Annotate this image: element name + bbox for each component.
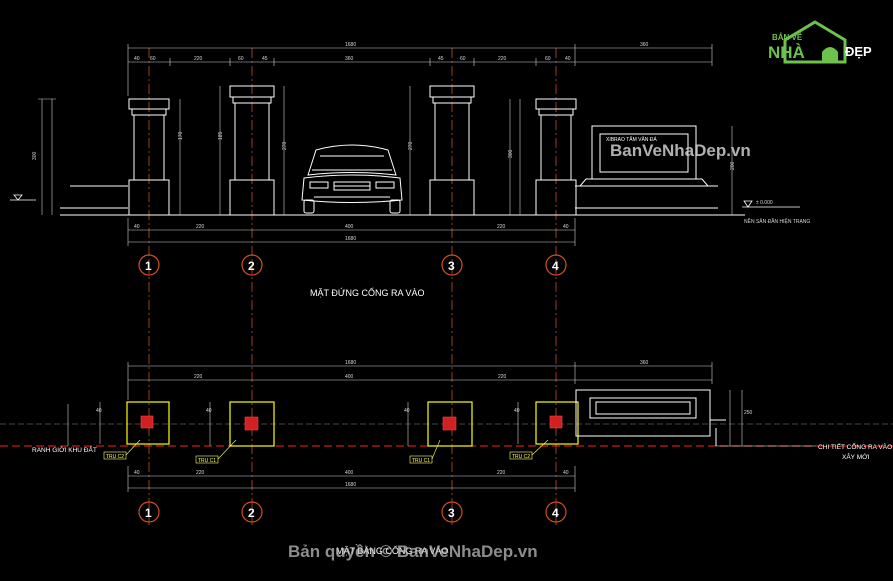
svg-text:185: 185 — [218, 131, 224, 140]
sign-board-elevation — [578, 125, 710, 187]
svg-text:40: 40 — [563, 224, 569, 230]
axis-bubbles-plan — [138, 501, 567, 523]
elevation-top-dim-texts: 1680 360 40 60 220 60 45 360 45 60 220 6… — [134, 42, 649, 62]
svg-text:220: 220 — [194, 56, 203, 62]
logo-nha: NHÀ — [768, 43, 805, 62]
svg-text:60: 60 — [238, 56, 244, 62]
elevation-top-dimensions — [127, 44, 713, 96]
logo-line1: BẢN VẼ — [772, 33, 803, 42]
axis-label-elev-2: 2 — [248, 259, 255, 273]
sign-wall-plan — [575, 389, 726, 446]
column-tag-2: TRỤ C1 — [198, 458, 216, 464]
boundary-label: RANH GIỚI KHU ĐẤT — [32, 444, 97, 454]
ground-level-marker — [10, 194, 800, 208]
svg-text:220: 220 — [196, 224, 205, 230]
column-elevation-3 — [429, 85, 475, 216]
svg-text:60: 60 — [545, 56, 551, 62]
column-tag-frames — [103, 439, 549, 464]
svg-text:400: 400 — [345, 374, 354, 380]
svg-text:40: 40 — [565, 56, 571, 62]
column-tag-1: TRỤ C2 — [106, 454, 124, 460]
svg-text:300: 300 — [32, 151, 38, 160]
svg-text:1680: 1680 — [345, 236, 356, 242]
axis-label-plan-3: 3 — [448, 506, 455, 520]
logo-dep: ĐẸP — [845, 44, 872, 59]
plan-top-dim-texts: 1680 360 220 400 220 — [194, 360, 649, 380]
elevation-bottom-dimensions — [127, 218, 576, 246]
axis-label-plan-1: 1 — [145, 506, 152, 520]
svg-text:40: 40 — [134, 56, 140, 62]
axis-label-plan-2: 2 — [248, 506, 255, 520]
svg-text:220: 220 — [498, 56, 507, 62]
svg-text:400: 400 — [345, 470, 354, 476]
svg-text:270: 270 — [408, 141, 414, 150]
plan-bottom-dim-texts: 40 220 400 220 40 1680 — [134, 470, 569, 488]
column-plan-4 — [535, 401, 579, 445]
plan-title: MẶT BẰNG CỔNG RA VÀO — [336, 545, 448, 556]
column-plan-2 — [229, 401, 275, 447]
elevation-left-dimensions — [38, 86, 733, 215]
column-tag-4: TRỤ C2 — [512, 454, 530, 460]
svg-text:220: 220 — [497, 470, 506, 476]
svg-text:170: 170 — [178, 131, 184, 140]
elevation-left-dim-texts: 300 170 270 185 270 300 200 — [32, 131, 736, 170]
column-plan-3 — [427, 401, 473, 447]
svg-text:360: 360 — [640, 360, 649, 366]
svg-text:270: 270 — [282, 141, 288, 150]
svg-text:40: 40 — [134, 470, 140, 476]
svg-text:40: 40 — [514, 408, 520, 414]
logo-house-icon — [783, 20, 847, 64]
svg-text:1680: 1680 — [345, 360, 356, 366]
column-tag-3: TRỤ C1 — [412, 458, 430, 464]
svg-text:200: 200 — [730, 161, 736, 170]
svg-text:40: 40 — [404, 408, 410, 414]
svg-text:40: 40 — [134, 224, 140, 230]
axis-label-elev-4: 4 — [552, 259, 559, 273]
svg-text:60: 60 — [150, 56, 156, 62]
svg-text:300: 300 — [508, 149, 514, 158]
svg-text:40: 40 — [96, 408, 102, 414]
ground-line — [60, 185, 745, 216]
svg-text:40: 40 — [206, 408, 212, 414]
grid-axes — [148, 48, 557, 525]
svg-text:220: 220 — [497, 224, 506, 230]
column-elevation-2 — [229, 85, 275, 216]
car-front-elevation — [301, 144, 403, 214]
ground-level-value: ± 0.000 — [756, 200, 773, 206]
svg-text:250: 250 — [744, 410, 753, 416]
svg-text:220: 220 — [498, 374, 507, 380]
svg-text:40: 40 — [563, 470, 569, 476]
svg-text:45: 45 — [438, 56, 444, 62]
axis-label-elev-1: 1 — [145, 259, 152, 273]
elevation-bottom-dim-texts: 40 220 400 220 40 1680 — [134, 224, 569, 242]
plan-top-dimensions — [127, 362, 713, 400]
svg-text:60: 60 — [460, 56, 466, 62]
svg-text:360: 360 — [640, 42, 649, 48]
elevation-title: MẶT ĐỨNG CỔNG RA VÀO — [310, 287, 425, 298]
detail-label-line1: CHI TIẾT CỔNG RA VÀO — [818, 441, 892, 451]
axis-bubbles-elevation — [138, 254, 567, 276]
plan-side-dimensions — [67, 390, 743, 446]
column-elevation-1 — [128, 98, 170, 216]
column-elevation-4 — [535, 98, 577, 216]
svg-text:1680: 1680 — [345, 42, 356, 48]
detail-label-line2: XÂY MỚI — [842, 452, 870, 461]
axis-label-elev-3: 3 — [448, 259, 455, 273]
svg-text:360: 360 — [345, 56, 354, 62]
axis-label-plan-4: 4 — [552, 506, 559, 520]
sign-board-text: XIBRAO TÂM VĂN ĐÁ — [606, 136, 657, 143]
plan-bottom-dimensions — [127, 466, 576, 492]
ground-level-label: NỀN SÂN ĐẦN HIỆN TRẠNG — [744, 217, 810, 225]
watermark-main: BanVeNhaDep.vn — [610, 141, 751, 160]
column-plan-1 — [126, 401, 170, 445]
svg-text:1680: 1680 — [345, 482, 356, 488]
plan-side-dim-texts: 40 40 40 40 250 — [96, 408, 753, 416]
svg-text:45: 45 — [262, 56, 268, 62]
svg-text:220: 220 — [194, 374, 203, 380]
watermark-bottom: Bản quyền © BanVeNhaDep.vn — [288, 542, 538, 561]
svg-text:400: 400 — [345, 224, 354, 230]
svg-text:220: 220 — [196, 470, 205, 476]
